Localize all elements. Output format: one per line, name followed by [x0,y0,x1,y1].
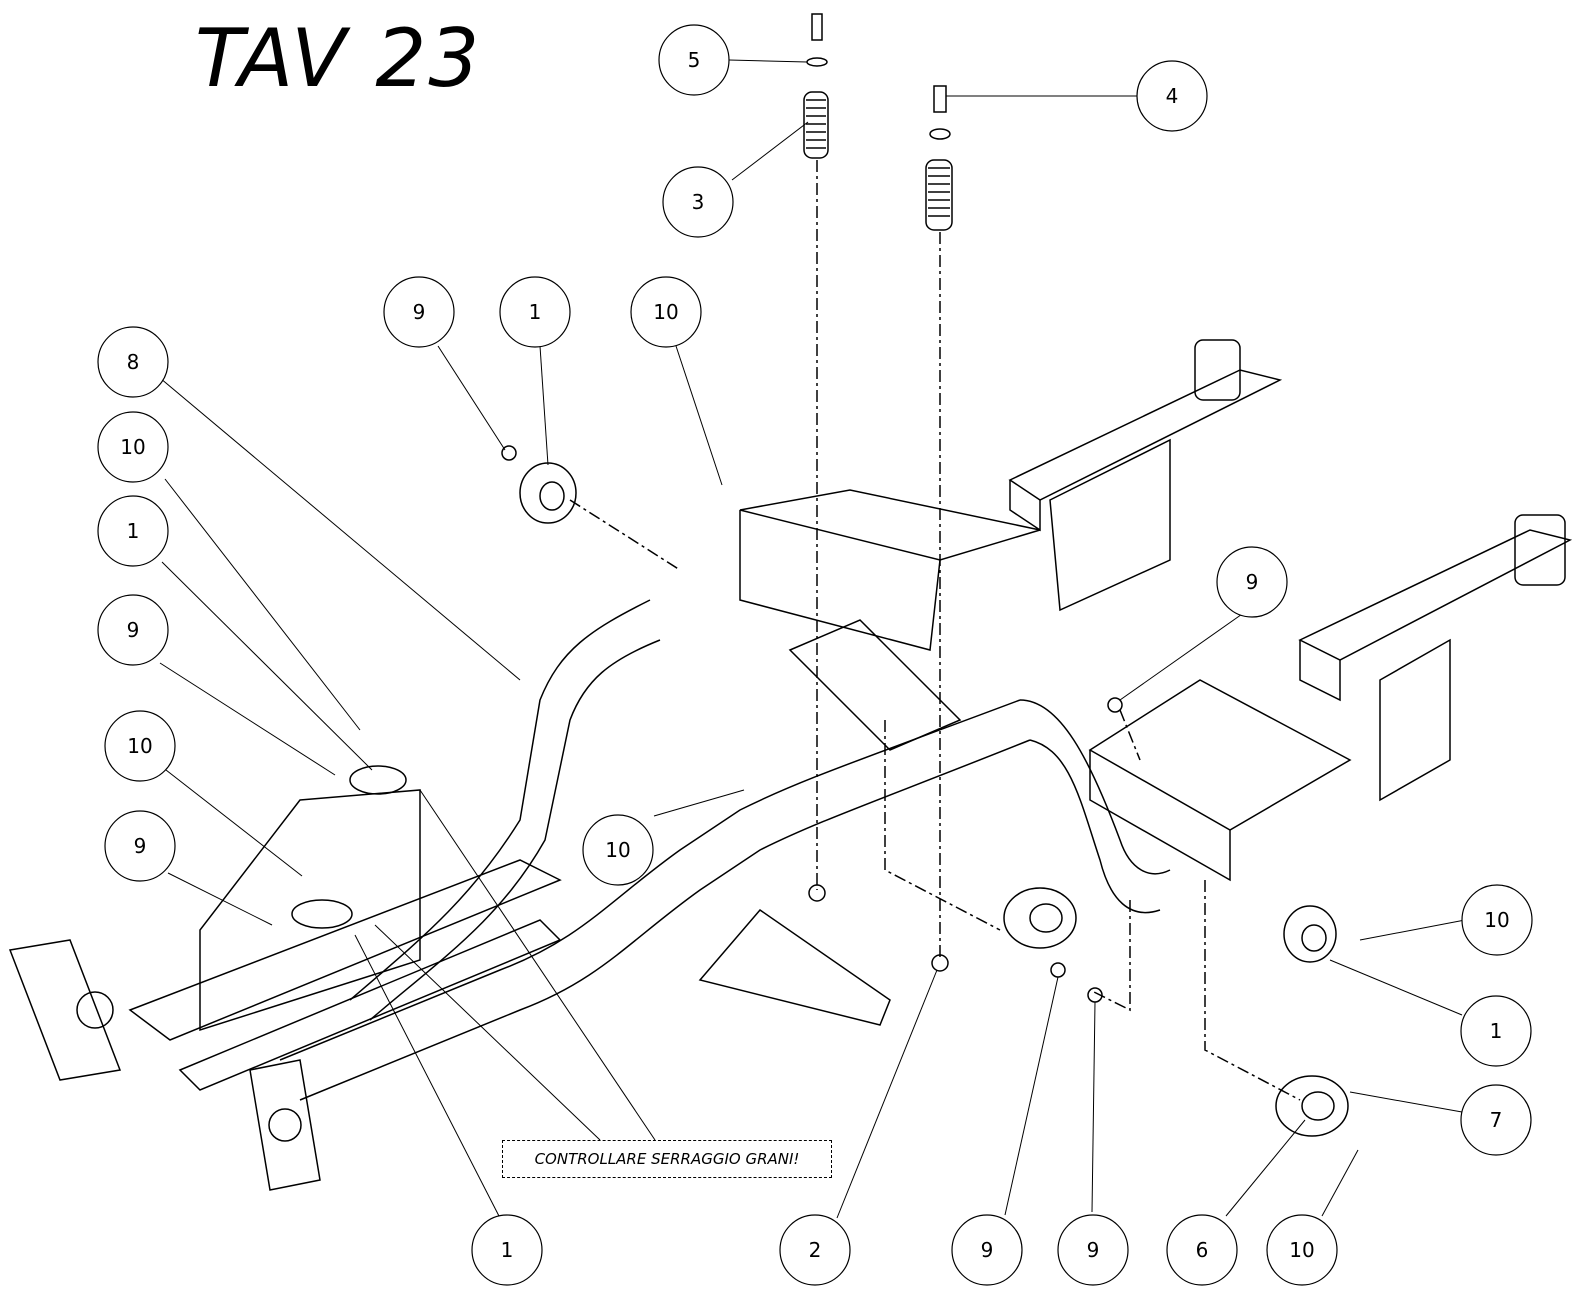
callout-10: 10 [104,710,176,782]
bolt-4 [933,85,947,113]
frame-foot-left [8,939,122,1081]
flange-bearing-1b [349,765,407,795]
frame-tube-right-inner [1019,699,1171,875]
svg-text:10: 10 [127,734,152,758]
svg-text:9: 9 [981,1238,994,1262]
svg-text:10: 10 [605,838,630,862]
rail-lower-top [1299,640,1341,702]
callout-1: 1 [499,276,571,348]
frame-tube-right [1029,739,1161,914]
rail-upper [1008,369,1283,501]
frame-plate-center [788,619,962,751]
nut-9a [501,445,517,461]
svg-text:9: 9 [134,834,147,858]
leader-lines [159,59,1466,1219]
callout-10: 10 [97,411,169,483]
callout-5: 5 [658,24,730,96]
axis-line [569,160,1301,1101]
washer-4 [929,128,951,140]
callout-8: 8 [97,326,169,398]
frame-tube-upper-inner [369,639,661,1021]
svg-text:1: 1 [501,1238,514,1262]
svg-text:9: 9 [1246,570,1259,594]
frame-box-right-side [1089,750,1231,882]
flange-bearing-b [1003,887,1077,949]
callout-9: 9 [1057,1214,1129,1286]
note-box: CONTROLLARE SERRAGGIO GRANI! [502,1140,832,1178]
callout-1: 1 [1460,995,1532,1067]
nut-mid [808,884,826,902]
callout-1: 1 [97,495,169,567]
bolt-5 [811,13,823,41]
frame-plate-left [199,789,421,1032]
callout-4: 4 [1136,60,1208,132]
callout-6: 6 [1166,1214,1238,1286]
frame-tube-upper [349,599,651,1001]
svg-text:4: 4 [1166,84,1179,108]
svg-text:9: 9 [1087,1238,1100,1262]
side-plate-lower [1379,638,1451,802]
callout-10: 10 [582,814,654,886]
frame-tube-left [299,739,1031,1101]
svg-text:10: 10 [1289,1238,1314,1262]
flange-bearing-7 [1275,1075,1349,1137]
nut-2 [931,954,949,972]
svg-text:1: 1 [1490,1019,1503,1043]
page-title: TAV 23 [195,12,482,105]
side-plate-upper [1049,438,1171,612]
flange-bearing-1d [1283,905,1337,963]
rail-lower [1298,529,1573,661]
callout-10: 10 [1461,884,1533,956]
svg-text:5: 5 [688,48,701,72]
callout-7: 7 [1460,1084,1532,1156]
svg-text:9: 9 [413,300,426,324]
spring-3b [925,159,953,231]
callout-10: 10 [630,276,702,348]
note-text: CONTROLLARE SERRAGGIO GRANI! [534,1150,800,1168]
frame-box-right [1088,679,1352,831]
frame-plate-left-bracket [249,1059,321,1191]
callout-3: 3 [662,166,734,238]
callout-9: 9 [97,594,169,666]
rail-end-bracket-lower [1514,514,1566,586]
svg-text:1: 1 [529,300,542,324]
callout-1: 1 [471,1214,543,1286]
svg-text:10: 10 [120,435,145,459]
svg-text:8: 8 [127,350,140,374]
callout-9: 9 [104,810,176,882]
frame-foot-left-hole [76,991,114,1029]
svg-text:2: 2 [809,1238,822,1262]
svg-text:9: 9 [127,618,140,642]
svg-text:3: 3 [692,190,705,214]
callout-2: 2 [779,1214,851,1286]
svg-text:1: 1 [127,519,140,543]
rail-end-bracket-upper [1194,339,1241,401]
frame-box-upper-side [739,510,941,651]
frame-base-left [128,859,562,1041]
svg-text:7: 7 [1490,1108,1503,1132]
bracket-fin [698,908,891,1026]
svg-text:10: 10 [1484,908,1509,932]
svg-text:6: 6 [1196,1238,1209,1262]
nut-9b [1107,697,1123,713]
callout-9: 9 [383,276,455,348]
callout-9: 9 [1216,546,1288,618]
flange-bearing-1c [291,899,353,929]
callout-9: 9 [951,1214,1023,1286]
callout-10: 10 [1266,1214,1338,1286]
rail-upper-top [1009,480,1041,532]
svg-text:10: 10 [653,300,678,324]
frame-plate-bracket-hole [268,1108,302,1142]
frame-base-lower [178,919,562,1091]
